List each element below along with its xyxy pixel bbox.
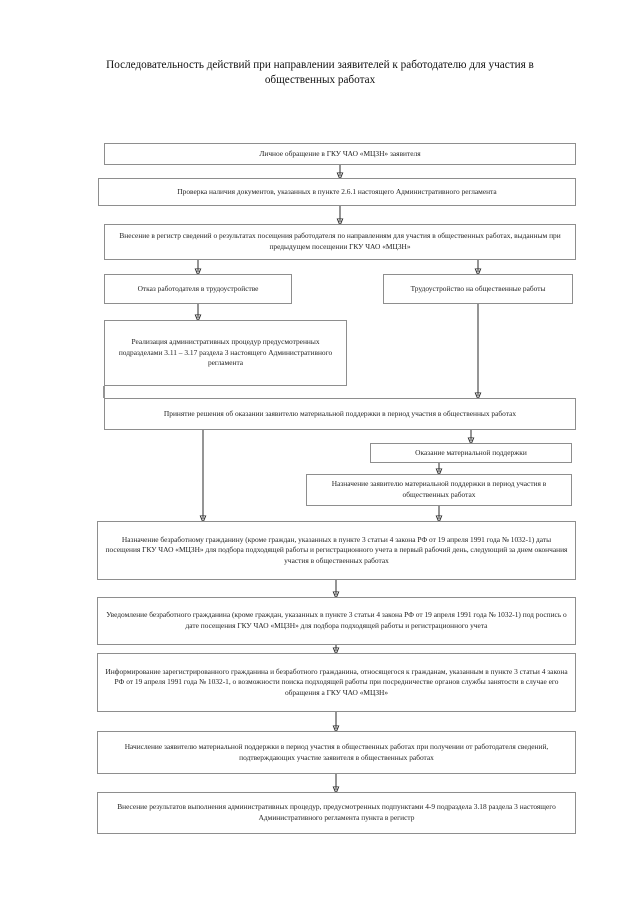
flow-node-label: Трудоустройство на общественные работы (410, 283, 546, 293)
flow-node-unemployed-notification: Уведомление безработного гражданина (кро… (97, 597, 576, 645)
flow-node-label: Личное обращение в ГКУ ЧАО «МЦЗН» заявит… (259, 148, 421, 158)
flow-node-support-provision: Оказание материальной поддержки (370, 443, 572, 463)
flow-node-visit-date-assignment: Назначение безработному гражданину (кром… (97, 521, 576, 580)
flow-node-label: Внесение результатов выполнения админист… (117, 802, 556, 822)
flow-node-admin-procedures: Реализация административных процедур пре… (104, 320, 347, 386)
flow-node-support-accrual: Начисление заявителю материальной поддер… (97, 731, 576, 774)
flow-node-employer-refusal: Отказ работодателя в трудоустройстве (104, 274, 292, 304)
flow-node-label: Назначение заявителю материальной поддер… (331, 479, 547, 499)
flow-node-personal-application: Личное обращение в ГКУ ЧАО «МЦЗН» заявит… (104, 143, 576, 165)
flow-node-label: Уведомление безработного гражданина (кро… (106, 610, 567, 630)
flow-node-results-registration: Внесение результатов выполнения админист… (97, 792, 576, 834)
flow-node-label: Проверка наличия документов, указанных в… (177, 186, 497, 196)
flow-node-label: Информирование зарегистрированного гражд… (105, 666, 568, 697)
flow-node-label: Отказ работодателя в трудоустройстве (137, 283, 259, 293)
flow-node-label: Реализация административных процедур пре… (118, 337, 333, 368)
flow-node-label: Начисление заявителю материальной поддер… (124, 741, 549, 762)
flow-node-employment-public-works: Трудоустройство на общественные работы (383, 274, 573, 304)
flow-node-support-assignment: Назначение заявителю материальной поддер… (306, 474, 572, 506)
page-title: Последовательность действий при направле… (106, 59, 534, 86)
flow-node-label: Назначение безработному гражданину (кром… (105, 534, 568, 565)
flow-node-citizen-informing: Информирование зарегистрированного гражд… (97, 653, 576, 712)
flow-node-label: Внесение в регистр сведений о результата… (119, 231, 561, 251)
flow-node-register-entry: Внесение в регистр сведений о результата… (104, 224, 576, 260)
flow-node-document-check: Проверка наличия документов, указанных в… (98, 178, 576, 206)
flow-node-support-decision: Принятие решения об оказании заявителю м… (104, 398, 576, 430)
flow-node-label: Оказание материальной поддержки (415, 447, 527, 457)
flow-node-label: Принятие решения об оказании заявителю м… (163, 408, 517, 418)
